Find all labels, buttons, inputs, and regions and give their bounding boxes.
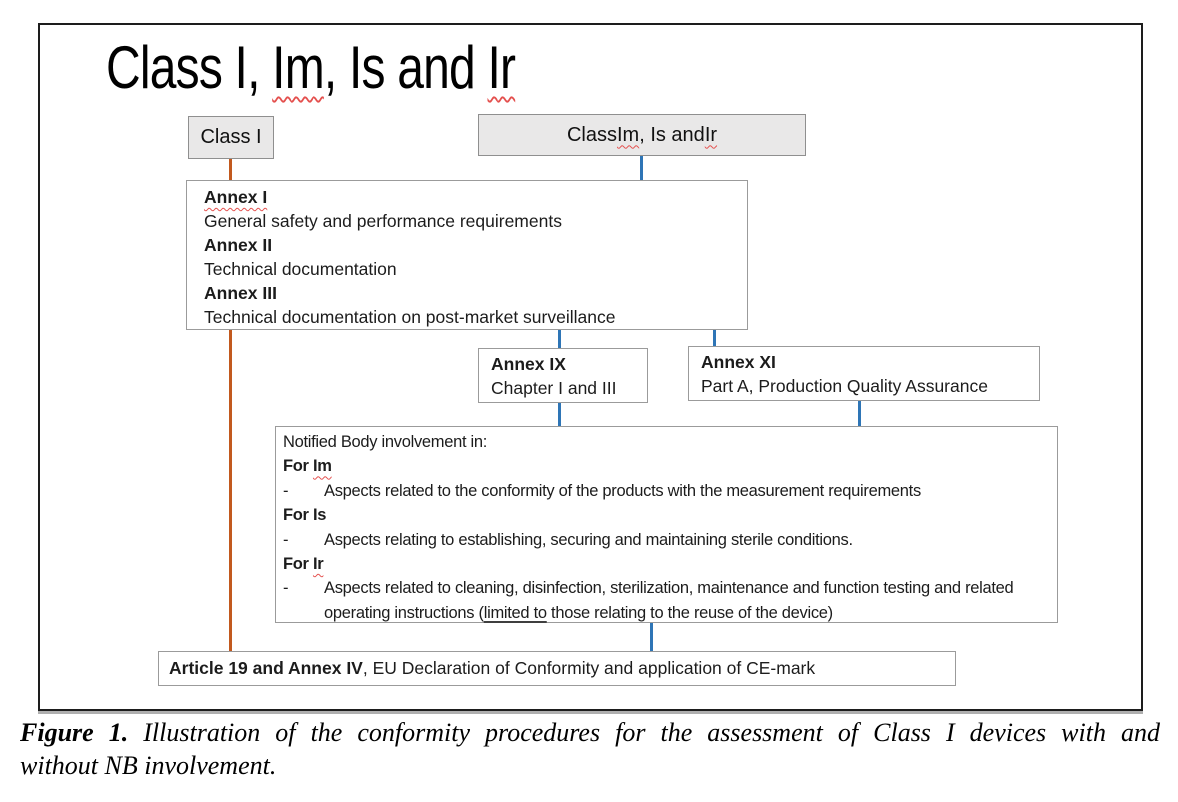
bullet-ir-underlined: limited to [483, 603, 547, 622]
bullet-text-ir: Aspects related to cleaning, disinfectio… [324, 576, 1049, 625]
connector-annexbox-to-annexxi [713, 330, 716, 347]
caption-text: Illustration of the conformity procedure… [143, 718, 1161, 747]
classim-label-ir: Ir [704, 123, 718, 146]
title-part: , Is and [323, 34, 488, 101]
caption-line-2: without NB involvement. [20, 751, 277, 780]
classim-label-part: Class [566, 123, 617, 146]
heading-word-ir: Ir [312, 555, 324, 574]
classim-label-im: Im [616, 123, 640, 146]
connector-annexxi-to-notified [858, 400, 861, 427]
node-annex-xi: Annex XI Part A, Production Quality Assu… [688, 346, 1040, 401]
caption-label: Figure 1. [20, 718, 129, 747]
figure-caption: Figure 1. Illustration of the conformity… [20, 716, 1160, 782]
annex-iii-desc: Technical documentation on post-market s… [204, 307, 616, 327]
annex-xi-title: Annex XI [701, 352, 776, 372]
node-article-19: Article 19 and Annex IV, EU Declaration … [158, 651, 956, 686]
annex-i-desc: General safety and performance requireme… [204, 211, 562, 231]
connector-class1-to-annexbox [229, 157, 232, 181]
node-class-i-label: Class I [200, 126, 262, 148]
connector-classim-to-annexbox [640, 154, 643, 181]
caption-line-1: Figure 1. Illustration of the conformity… [20, 716, 1160, 749]
bullet-dash: - [283, 481, 289, 500]
notified-heading-im: For Im [283, 454, 1049, 478]
article-bold: Article 19 and Annex IV [169, 658, 363, 678]
bullet-ir-post: those relating to the reuse of the devic… [546, 603, 833, 622]
annex-ix-desc: Chapter I and III [491, 378, 617, 398]
node-class-im-is-ir: Class Im, Is and Ir [478, 114, 806, 156]
annex-iii-title: Annex III [204, 283, 277, 303]
article-rest: , EU Declaration of Conformity and appli… [362, 658, 816, 678]
notified-intro: Notified Body involvement in: [283, 433, 488, 451]
node-notified-body: Notified Body involvement in: For Im - A… [275, 426, 1058, 623]
title-part: Class I, [106, 34, 273, 101]
title-part-ir: Ir [487, 34, 516, 101]
bullet-dash: - [283, 579, 289, 598]
bullet-dash: - [283, 530, 289, 549]
notified-bullet-im: - Aspects related to the conformity of t… [283, 479, 1049, 503]
title-part-im: Im [272, 34, 325, 101]
heading-word-is: Is [312, 506, 327, 525]
connector-annexbox-to-annexix [558, 330, 561, 349]
heading-prefix: For [283, 457, 313, 476]
classim-label-part: , Is and [639, 123, 705, 146]
annex-i-title: Annex I [204, 187, 268, 207]
slide-title: Class I, Im, Is and Ir [106, 34, 516, 101]
notified-heading-is: For Is [283, 503, 1049, 527]
connector-annexix-to-notified [558, 402, 561, 427]
notified-bullet-ir: - Aspects related to cleaning, disinfect… [283, 576, 1049, 625]
connector-notified-to-article [650, 623, 653, 652]
node-annex-i-ii-iii: Annex I General safety and performance r… [186, 180, 748, 330]
annex-ii-title: Annex II [204, 235, 273, 255]
annex-ii-desc: Technical documentation [204, 259, 397, 279]
node-class-i: Class I [188, 116, 274, 159]
heading-prefix: For [283, 506, 313, 525]
bullet-text-is: Aspects relating to establishing, securi… [324, 530, 853, 549]
annex-xi-desc: Part A, Production Quality Assurance [701, 376, 988, 396]
annex-ix-title: Annex IX [491, 354, 566, 374]
node-annex-ix: Annex IX Chapter I and III [478, 348, 648, 403]
notified-heading-ir: For Ir [283, 552, 1049, 576]
connector-class1-to-article [229, 330, 232, 651]
bullet-text-im: Aspects related to the conformity of the… [324, 481, 921, 500]
heading-word-im: Im [312, 457, 332, 476]
heading-prefix: For [283, 555, 313, 574]
bullet-ir-pre: Aspects related to cleaning, disinfectio… [324, 579, 1014, 622]
annex-i-heading: Annex I [204, 185, 737, 209]
notified-bullet-is: - Aspects relating to establishing, secu… [283, 528, 1049, 552]
